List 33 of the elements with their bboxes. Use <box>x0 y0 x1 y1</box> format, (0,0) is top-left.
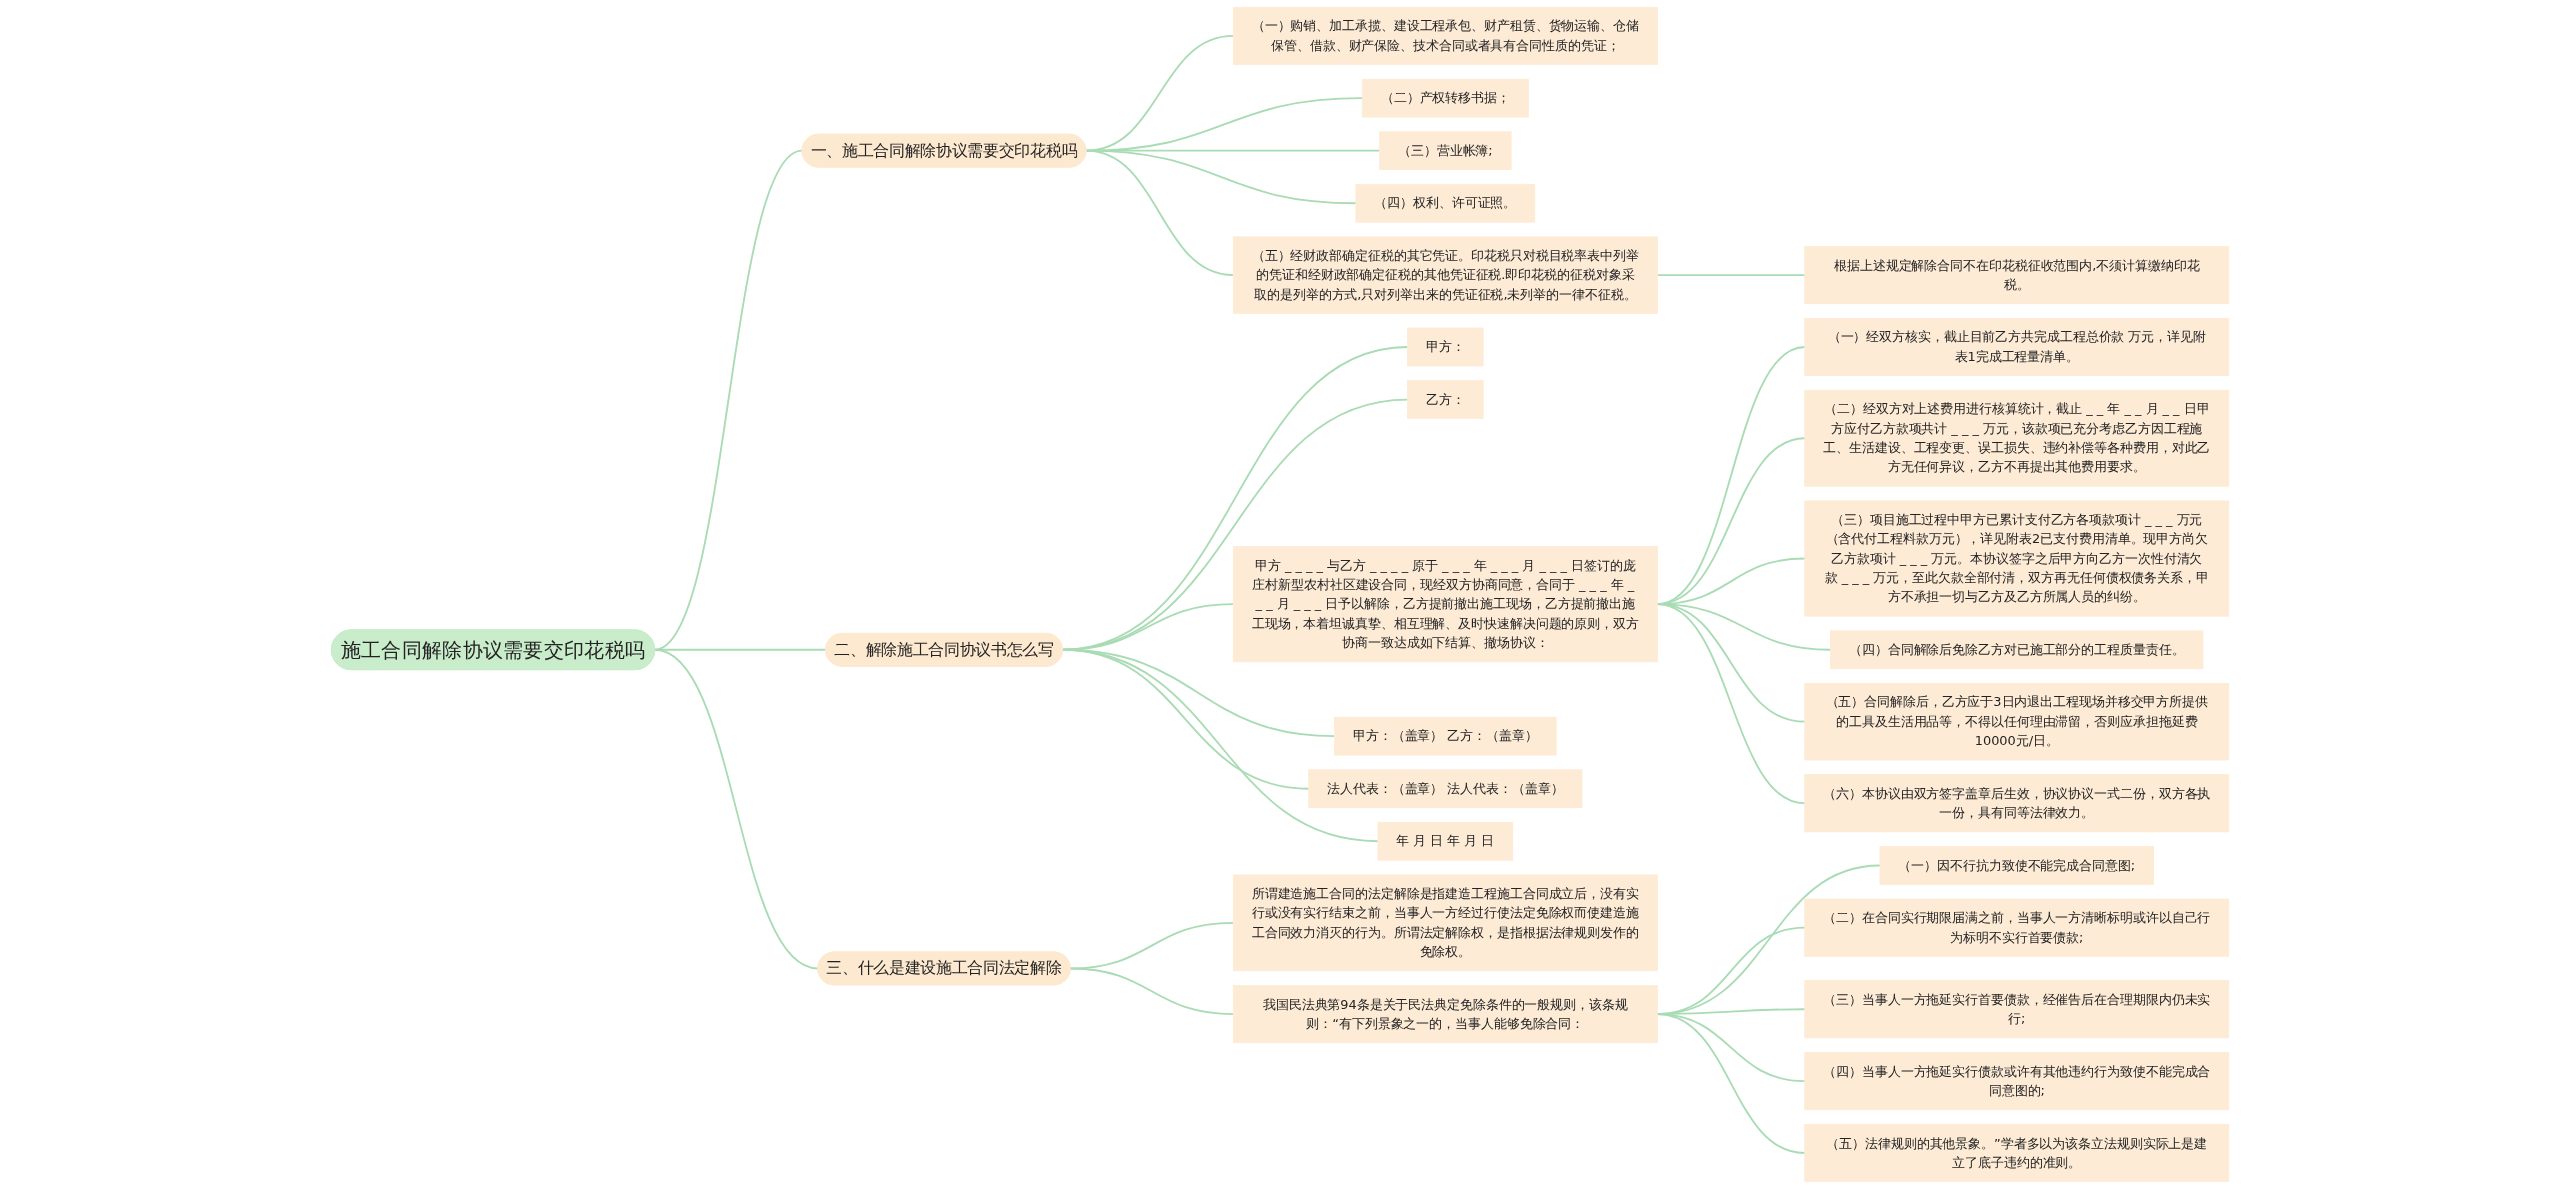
connector <box>653 648 819 970</box>
node-box: 甲方： <box>1407 327 1484 367</box>
node-box: 根据上述规定解除合同不在印花税征收范围内,不须计算缴纳印花税。 <box>1804 246 2230 305</box>
node-box: （四）合同解除后免除乙方对已施工部分的工程质量责任。 <box>1830 630 2204 670</box>
connector <box>1656 603 1806 805</box>
node-box: （五）合同解除后，乙方应于3日内退出工程现场并移交甲方所提供的工具及生活用品等，不得以任何理由滞留，否则应承担拖延费10000元/日。 <box>1804 683 2230 761</box>
node-box: （六）本协议由双方签字盖章后生效，协议协议一式二份，双方各执一份，具有同等法律效力。 <box>1804 774 2230 833</box>
connector <box>1656 274 1806 277</box>
connector <box>1061 648 1379 843</box>
node-box: 甲方：（盖章） 乙方：（盖章） <box>1333 716 1557 756</box>
connector <box>1069 967 1235 1015</box>
node-box: （三）当事人一方拖延实行首要债款，经催告后在合理期限内仍未实行; <box>1804 980 2230 1039</box>
node-box: （一）购销、加工承揽、建设工程承包、财产租赁、货物运输、仓储保管、借款、财产保险、技术合同或者具有合同性质的凭证； <box>1232 6 1658 65</box>
connector <box>1069 921 1235 970</box>
node-box: 年 月 日 年 月 日 <box>1377 821 1514 861</box>
node-box: （二）经双方对上述费用进行核算统计，截止 _ _ 年 _ _ 月 _ _ 日甲方应付乙方款项共计 _ _ _ 万元，该款项已充分考虑乙方因工程施工、生活建设、工程变更、误工损失、违约补偿等各种费用，对此乙方无任何异议，乙方不再提出其他费用要求。 <box>1804 389 2230 487</box>
connector <box>1656 1013 1806 1154</box>
node-box: （四）权利、许可证照。 <box>1355 183 1536 223</box>
node-box: （二）在合同实行期限届满之前，当事人一方清晰标明或许以自己行为标明不实行首要债款; <box>1804 898 2230 957</box>
connector <box>1084 149 1235 277</box>
node-box: （一）因不行抗力致使不能完成合同意图; <box>1879 846 2154 885</box>
node-box: （三）营业帐簿; <box>1379 131 1512 171</box>
node-box: 甲方 _ _ _ _ 与乙方 _ _ _ _ 原于 _ _ _ 年 _ _ _ 月 _ _ _ 日签订的庞庄村新型农村社区建设合同，现经双方协商同意，合同于 _ _ _ 年 _ _ _ 月 _ _ _ 日予以解除，乙方提前撤出施工现场，乙方提前撤出施工现场，本着坦诚真挚、相互理解、及时快速解决问题的原则，双方协商一致达成如下结算、撤场协议： <box>1232 546 1658 663</box>
node-box: （三）项目施工过程中甲方已累计支付乙方各项款项计 _ _ _ 万元（含代付工程料款万元），详见附表2已支付费用清单。现甲方尚欠乙方款项计 _ _ _ 万元。本协议签字之后甲方向乙方一次性付清欠款 _ _ _ 万元，至此欠款全部付清，双方再无任何债权债务关系，甲方不承担一切与乙方及乙方所属人员的纠纷。 <box>1804 500 2230 617</box>
node-box: （一）经双方核实，截止目前乙方共完成工程总价款 万元，详见附表1完成工程量清单。 <box>1804 318 2230 377</box>
node-box: （五）法律规则的其他景象。”学者多以为该条立法规则实际上是建立了底子违约的准则。 <box>1804 1124 2230 1183</box>
node-box: 法人代表：（盖章） 法人代表：（盖章） <box>1308 769 1583 809</box>
node-box: （五）经财政部确定征税的其它凭证。印花税只对税目税率表中列举的凭证和经财政部确定征税的其他凭证征税.即印花税的征税对象采取的是列举的方式,只对列举出来的凭证征税,未列举的一律不征税。 <box>1232 236 1658 314</box>
node-box: 所谓建造施工合同的法定解除是指建造工程施工合同成立后，没有实行或没有实行结束之前，当事人一方经过行使法定免除权而使建造施工合同效力消灭的行为。所谓法定解除权，是指根据法律规则发作的免除权。 <box>1232 874 1658 972</box>
node-box: 乙方： <box>1407 380 1484 419</box>
node-box: （二）产权转移书据； <box>1361 78 1529 118</box>
node-box: （四）当事人一方拖延实行债款或许有其他违约行为致使不能完成合同意图的; <box>1804 1052 2230 1111</box>
node-box: 我国民法典第94条是关于民法典定免除条件的一般规则，该条规则：“有下列景象之一的，当事人能够免除合同： <box>1232 985 1658 1044</box>
